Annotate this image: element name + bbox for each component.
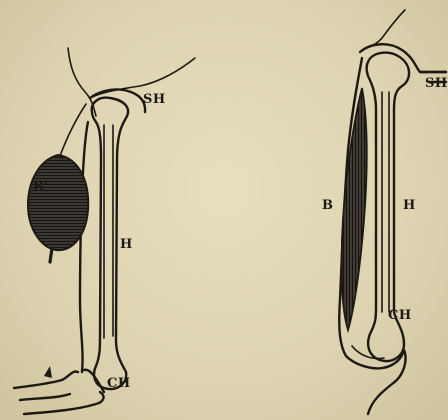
right-label-shoulder-head: SH xyxy=(425,77,448,90)
left-label-shoulder-head: SH xyxy=(143,93,166,106)
left-diagram xyxy=(14,48,195,414)
left-label-condyle: CH xyxy=(107,377,131,390)
left-bursa-stem xyxy=(60,104,86,156)
right-joint-lines xyxy=(346,350,406,414)
right-diagram xyxy=(339,10,446,414)
left-shaft-left-line xyxy=(80,122,88,372)
right-bursa-shape xyxy=(342,88,367,330)
right-label-bursa: B xyxy=(322,199,334,212)
left-label-bursa: B′ xyxy=(33,181,48,194)
left-label-humerus: H xyxy=(120,238,133,251)
left-joint-lines xyxy=(14,372,103,414)
left-tool-mark xyxy=(44,366,52,378)
right-label-condyle: CH xyxy=(388,309,412,322)
right-humerus-inner xyxy=(382,92,389,312)
left-humerus-inner xyxy=(104,125,113,338)
left-bursa-shape xyxy=(28,155,88,250)
right-label-humerus: H xyxy=(403,199,416,212)
right-top-line xyxy=(366,10,405,48)
left-bursa-tail xyxy=(50,248,52,262)
